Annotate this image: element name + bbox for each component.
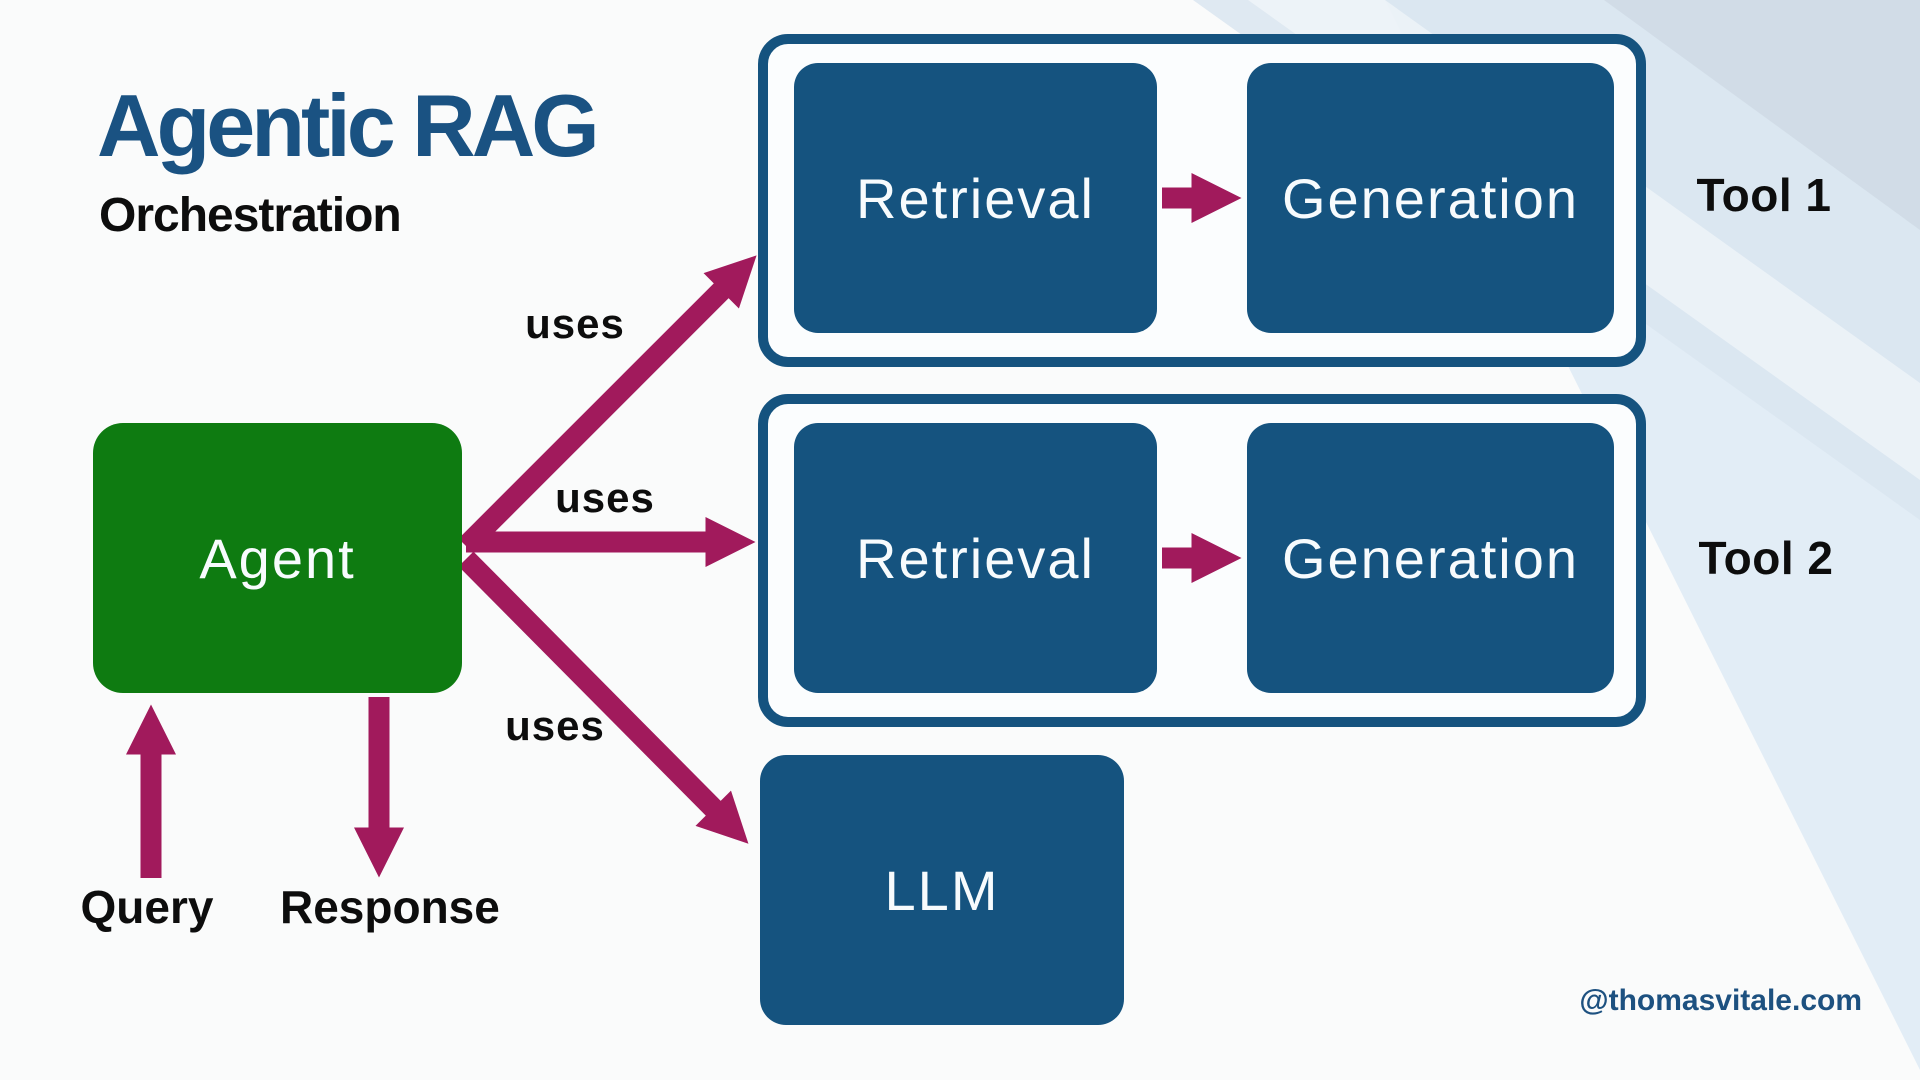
tool-1-generation-node: Generation — [1247, 63, 1614, 333]
query-label: Query — [80, 881, 214, 933]
tool-2-generation-label: Generation — [1281, 526, 1580, 590]
llm-label: LLM — [884, 858, 1000, 922]
response-label: Response — [280, 881, 500, 933]
tool-2-label: Tool 2 — [1698, 532, 1834, 584]
arrow-agent-to-llm — [458, 551, 749, 844]
uses-label-1: uses — [525, 300, 625, 347]
tool-1-retrieval-label: Retrieval — [856, 166, 1095, 230]
page-title: Agentic RAG — [97, 76, 600, 175]
agent-label: Agent — [199, 526, 356, 590]
llm-node: LLM — [760, 755, 1124, 1025]
tool-2-retrieval-label: Retrieval — [856, 526, 1095, 590]
tool-2-generation-node: Generation — [1247, 423, 1614, 693]
agent-node: Agent — [93, 423, 462, 693]
page-subtitle: Orchestration — [99, 189, 402, 242]
tool-1-label: Tool 1 — [1696, 169, 1832, 221]
uses-label-3: uses — [505, 702, 605, 749]
watermark: @thomasvitale.com — [1579, 984, 1862, 1017]
tool-2-retrieval-node: Retrieval — [794, 423, 1157, 693]
tool-1-retrieval-node: Retrieval — [794, 63, 1157, 333]
uses-label-2: uses — [555, 474, 655, 521]
tool-1-generation-label: Generation — [1281, 166, 1580, 230]
